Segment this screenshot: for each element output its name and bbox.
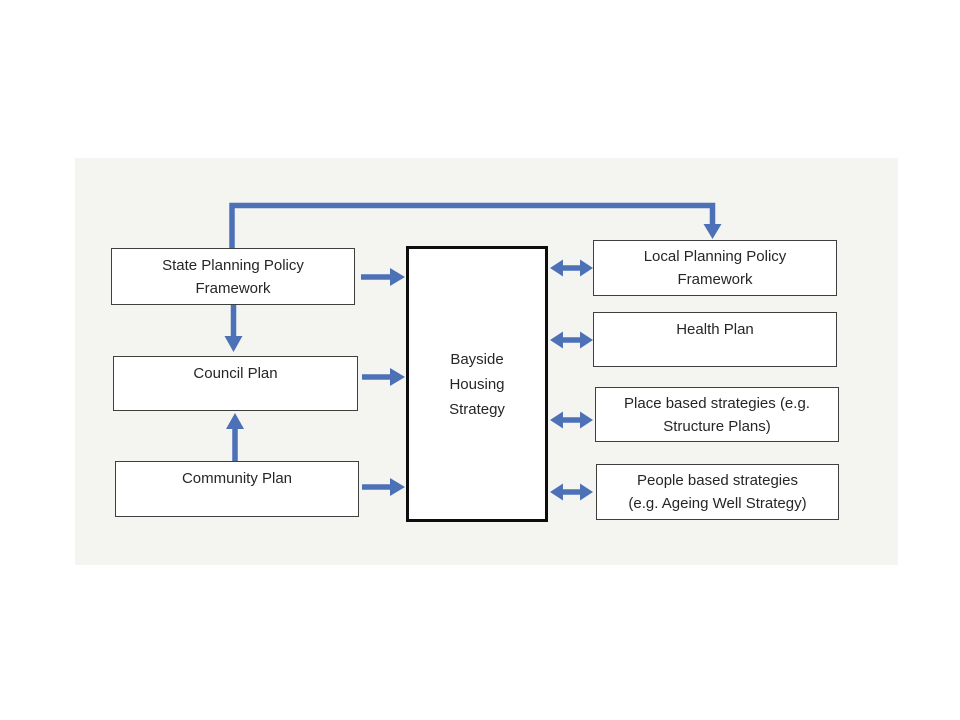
node-label: Place based strategies (e.g. Structure P… <box>624 394 810 435</box>
node-council-plan: Council Plan <box>113 356 358 411</box>
node-label: Council Plan <box>193 365 278 382</box>
node-label: Health Plan <box>676 321 754 338</box>
node-label: State Planning Policy Framework <box>162 256 304 297</box>
node-community-plan: Community Plan <box>115 461 359 517</box>
node-label: Bayside Housing Strategy <box>449 350 505 418</box>
node-bayside-housing-strategy: Bayside Housing Strategy <box>406 246 548 522</box>
node-local-planning-policy-framework: Local Planning Policy Framework <box>593 240 837 296</box>
node-label: People based strategies (e.g. Ageing Wel… <box>628 472 807 512</box>
node-label: Community Plan <box>181 470 293 487</box>
node-state-planning-policy-framework: State Planning Policy Framework <box>111 248 355 305</box>
node-label: Local Planning Policy Framework <box>643 248 787 288</box>
node-people-based-strategies: People based strategies (e.g. Ageing Wel… <box>596 464 839 520</box>
node-health-plan: Health Plan <box>593 312 837 367</box>
node-place-based-strategies: Place based strategies (e.g. Structure P… <box>595 387 839 442</box>
